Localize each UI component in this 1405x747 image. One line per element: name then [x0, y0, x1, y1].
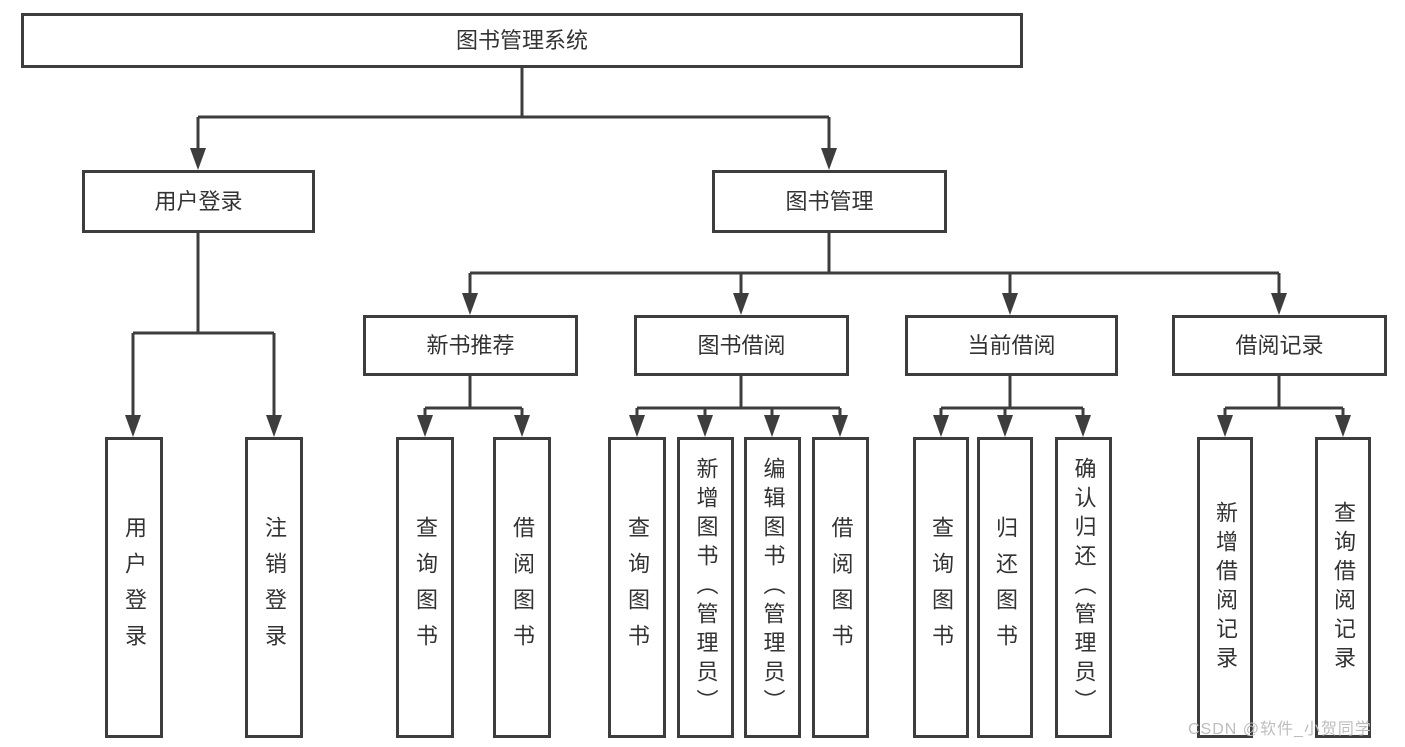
node-label: 图书管理 — [785, 188, 874, 214]
node-book-borrow: 图书借阅 — [634, 315, 849, 376]
node-label: 新书推荐 — [426, 332, 515, 358]
node-borrow-records: 借阅记录 — [1172, 315, 1387, 376]
node-label: 当前借阅 — [967, 332, 1056, 358]
node-label: 新增借阅记录 — [1213, 500, 1238, 675]
leaf-current-query-books: 查询图书 — [913, 437, 969, 738]
node-label: 借阅图书 — [828, 515, 854, 660]
node-label: 图书借阅 — [697, 332, 786, 358]
node-label: 查询图书 — [625, 515, 650, 660]
node-label: 查询借阅记录 — [1331, 500, 1356, 675]
node-library-management-system: 图书管理系统 — [21, 13, 1023, 68]
leaf-recommend-query-books: 查询图书 — [396, 437, 454, 738]
leaf-user-login: 用户登录 — [105, 437, 163, 738]
node-label: 图书管理系统 — [455, 27, 588, 53]
node-user-login: 用户登录 — [82, 170, 315, 233]
node-book-management: 图书管理 — [712, 170, 947, 233]
node-label: 借阅图书 — [510, 515, 535, 660]
node-label: 借阅记录 — [1235, 332, 1324, 358]
leaf-query-borrow-record: 查询借阅记录 — [1315, 437, 1371, 738]
leaf-borrow-books: 借阅图书 — [812, 437, 869, 738]
node-new-book-recommend: 新书推荐 — [363, 315, 578, 376]
node-label: 查询图书 — [929, 515, 954, 660]
node-label: 归还图书 — [993, 515, 1018, 660]
leaf-edit-books-admin: 编辑图书（管理员） — [744, 437, 801, 738]
node-label: 用户登录 — [154, 188, 243, 214]
node-label: 注销登录 — [262, 515, 287, 660]
leaf-add-books-admin: 新增图书（管理员） — [677, 437, 734, 738]
node-label: 编辑图书（管理员） — [760, 457, 786, 718]
arrowhead-icons — [125, 148, 1351, 437]
leaf-confirm-return-admin: 确认归还（管理员） — [1055, 437, 1112, 738]
leaf-logout-login: 注销登录 — [245, 437, 303, 738]
csdn-watermark: CSDN @软件_小贺同学 — [1188, 721, 1372, 738]
node-current-borrow: 当前借阅 — [905, 315, 1118, 376]
node-label: 用户登录 — [122, 515, 147, 660]
leaf-return-books: 归还图书 — [977, 437, 1033, 738]
leaf-recommend-borrow-books: 借阅图书 — [493, 437, 551, 738]
node-label: 确认归还（管理员） — [1071, 457, 1097, 718]
node-label: 新增图书（管理员） — [693, 457, 719, 718]
leaf-borrow-query-books: 查询图书 — [608, 437, 666, 738]
leaf-add-borrow-record: 新增借阅记录 — [1197, 437, 1253, 738]
node-label: 查询图书 — [413, 515, 438, 660]
